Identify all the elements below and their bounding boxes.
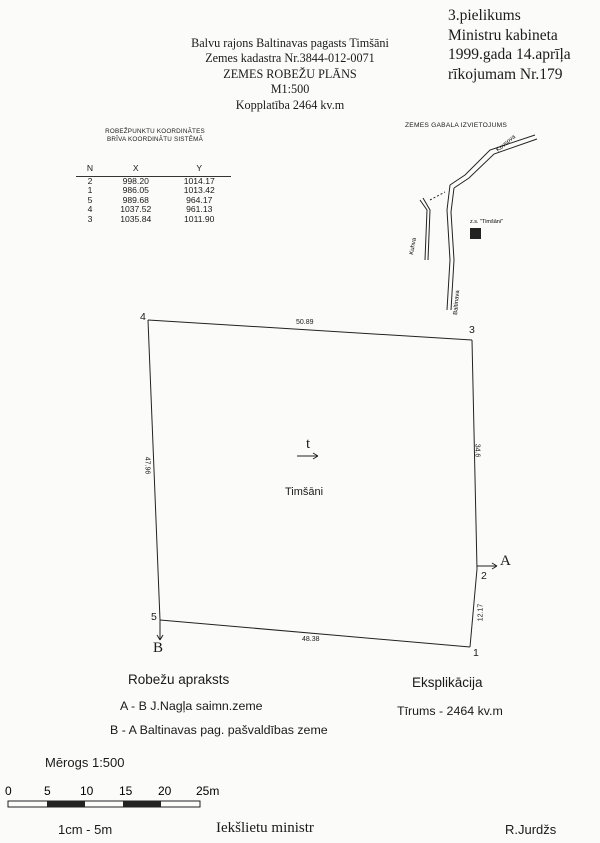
boundary-line-b: B - A Baltinavas pag. pašvaldības zeme [110,723,328,737]
col-n: N [76,163,104,177]
boundary-description-title: Robežu apraksts [128,672,230,687]
coord-y-value: 1013.42 [183,185,215,196]
edge-bottom [159,619,471,648]
coord-x-value: 998.20 [122,176,149,186]
coordinates-table: N X Y 2 998.20 1014.17 1 986.05 1013.42 5 989.6… [76,163,231,224]
point-4-label: 4 [140,311,146,323]
scale-tick-20: 20 [158,784,172,798]
scale-cm-label: 1cm - 5m [58,822,113,837]
coord-point-number: 2 [87,176,93,186]
coord-y-value: 961.13 [186,204,213,215]
header-title: ZEMES ROBEŽU PLĀNS [223,66,357,81]
coordinates-row: 1 986.05 1013.42 [76,185,231,196]
parcel-boundary [147,319,478,648]
coord-y-value: 964.17 [186,194,213,205]
edge-left [147,319,161,621]
boundary-line-a: A - B J.Nagļa saimn.zeme [120,699,263,713]
coord-point-number: 5 [87,194,93,205]
coordinates-title-line-2: BRĪVA KOORDINĀTU SISTĒMĀ [106,136,203,143]
north-label: t [306,436,311,452]
coord-point-number: 1 [87,185,93,196]
point-2-label: 2 [481,570,487,582]
parcel-location-marker [470,228,481,239]
coordinates-table-body: 2 998.20 1014.17 1 986.05 1013.42 5 989.68 964.1… [76,176,231,225]
scale-tick-10: 10 [80,784,94,798]
header-scale: M1:500 [270,82,310,97]
coordinates-title: ROBEŽPUNKTU KOORDINĀTES BRĪVA KOORDINĀTU… [60,128,250,144]
scale-bar: 0 5 10 15 20 25m [5,784,219,808]
edge-right-upper-length: 34.6 [473,443,481,458]
direction-b-arrow-icon [156,620,164,641]
edge-right-lower-length: 12.17 [477,603,485,622]
coord-y-value: 1014.17 [183,176,215,186]
coordinates-row: 4 1037.52 961.13 [76,204,231,215]
coord-x-value: 989.68 [122,194,149,205]
scale-tick-0: 0 [5,784,12,798]
location-road-label-2: Kuhva [409,237,418,255]
coord-point-number: 3 [87,213,93,224]
location-place-label: z.s. "Timšāni" [470,219,503,225]
direction-a-arrow-icon [477,562,498,570]
location-sketch: Kovsova Kuhva Baltinava z.s. "Timšāni" [409,134,538,315]
scale-tick-15: 15 [119,784,133,798]
north-arrow-icon [297,452,319,460]
coord-point-number: 4 [87,204,93,215]
signer-name: R.Jurdžs [505,822,557,837]
coordinates-row: 5 989.68 964.17 [76,194,231,205]
location-road-label-3: Baltinava [453,289,461,315]
explication-title: Eksplikācija [412,675,483,690]
ministry-label: Iekšlietu ministr [216,820,314,836]
annex-line-1: 3.pielikums [448,7,521,24]
coord-x-value: 986.05 [122,185,149,196]
header-cadastre: Zemes kadastra Nr.3844-012-0071 [205,51,375,66]
edge-top-length: 50.89 [296,319,314,326]
edge-right-lower [469,568,478,648]
direction-b-label: B [153,640,164,656]
point-5-label: 5 [151,611,157,623]
location-title: ZEMES GABALA IZVIETOJUMS [405,122,508,129]
header-area: Kopplatība 2464 kv.m [235,97,345,112]
coordinates-block: ROBEŽPUNKTU KOORDINĀTES BRĪVA KOORDINĀTU… [60,128,250,224]
edge-left-length: 47.96 [143,456,151,475]
annex-line-3: 1999.gada 14.aprīļa [448,46,571,63]
scale-label: Mērogs 1:500 [45,755,125,770]
explication-area: Tīrums - 2464 kv.m [397,704,503,718]
coord-y-value: 1011.90 [184,213,215,224]
edge-top [147,319,473,341]
parcel-name: Timšāni [285,486,324,498]
coordinates-title-line-1: ROBEŽPUNKTU KOORDINĀTES [105,128,205,135]
edge-right-upper [471,339,478,570]
point-3-label: 3 [469,324,475,336]
col-x: X [104,163,168,177]
annex-reference: 3.pielikums Ministru kabineta 1999.gada … [448,6,571,84]
header-location: Balvu rajons Baltinavas pagasts Timšāni [191,36,389,50]
annex-line-4: rīkojumam Nr.179 [448,65,563,83]
coord-x-value: 1035.84 [120,213,152,224]
annex-line-2: Ministru kabineta [448,26,558,44]
coordinates-row: 3 1035.84 1011.90 [76,213,231,224]
edge-bottom-length: 48.38 [302,636,320,643]
scale-tick-25: 25m [196,784,219,798]
direction-a-label: A [500,553,511,569]
col-y: Y [167,163,231,177]
point-1-label: 1 [473,647,479,659]
coordinates-row: 2 998.20 1014.17 [76,176,231,187]
plan-header: Balvu rajons Baltinavas pagasts Timšāni … [160,36,420,113]
coord-x-value: 1037.52 [120,204,152,215]
scale-tick-5: 5 [44,784,51,798]
